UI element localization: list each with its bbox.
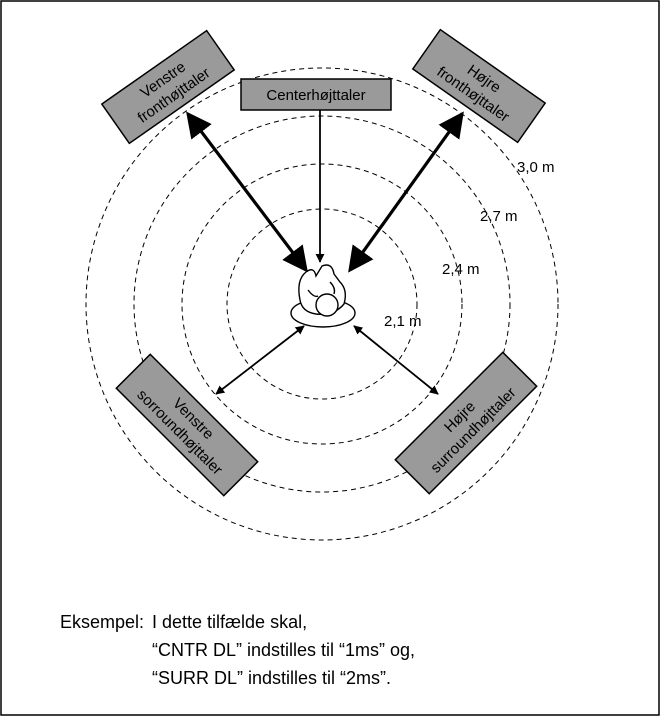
- front-left-speaker: Venstre fronthøjttaler: [100, 29, 236, 145]
- caption-line-1: I dette tilfælde skal,: [152, 612, 308, 632]
- distance-label-2-4m: 2,4 m: [442, 261, 480, 278]
- center-speaker-label: Centerhøjttaler: [266, 87, 365, 104]
- arrows: [186, 110, 464, 395]
- front-right-speaker: Højre fronthøjttaler: [411, 28, 547, 144]
- listener-icon: [290, 264, 356, 328]
- arrow-surround-left: [215, 325, 305, 395]
- circle-2-4m: [181, 163, 463, 445]
- caption-line-3: “SURR DL” indstilles til “2ms”.: [152, 668, 392, 688]
- center-speaker: Centerhøjttaler: [240, 78, 392, 111]
- distance-label-3-0m: 3,0 m: [517, 159, 555, 176]
- distance-label-2-1m: 2,1 m: [384, 313, 422, 330]
- circle-3-0m: [85, 67, 559, 541]
- surround-left-speaker: Venstre sorroundhøjttaler: [115, 353, 259, 497]
- arrow-front-left: [186, 111, 308, 273]
- circle-2-7m: [133, 115, 511, 493]
- circle-2-1m: [226, 208, 418, 400]
- arrow-surround-right: [353, 325, 439, 395]
- caption-lead: Eksempel:: [60, 612, 145, 632]
- distance-circles: [85, 67, 559, 541]
- surround-right-speaker: Højre surroundhøjttaler: [394, 351, 538, 495]
- arrow-front-right: [348, 111, 464, 273]
- caption-line-2: “CNTR DL” indstilles til “1ms” og,: [152, 640, 416, 660]
- distance-label-2-7m: 2,7 m: [480, 208, 518, 225]
- example-caption: Eksempel: I dette tilfælde skal, “CNTR D…: [60, 608, 415, 692]
